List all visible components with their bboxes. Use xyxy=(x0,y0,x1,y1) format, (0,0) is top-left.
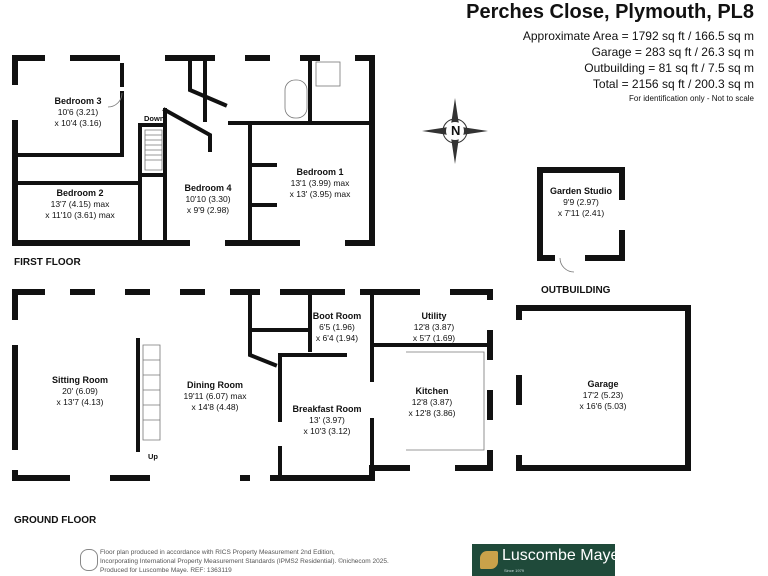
first-floor-walls xyxy=(12,55,375,246)
area-garage: Garage = 283 sq ft / 26.3 sq m xyxy=(591,45,754,59)
outbuilding-label: OUTBUILDING xyxy=(541,285,611,296)
area-outbuilding: Outbuilding = 81 sq ft / 7.5 sq m xyxy=(584,61,754,75)
rics-icon xyxy=(80,549,98,571)
luscombe-maye-logo: Luscombe Maye Since 1979 xyxy=(472,544,619,576)
compass-icon xyxy=(422,98,488,164)
ground-floor-inner-walls xyxy=(136,293,492,480)
area-total: Total = 2156 sq ft / 200.3 sq m xyxy=(592,77,754,91)
property-title: Perches Close, Plymouth, PL8 xyxy=(466,1,754,23)
garden-studio-walls xyxy=(537,167,625,261)
scale-note: For identification only - Not to scale xyxy=(629,94,754,103)
stairs-down-label: Down xyxy=(144,114,165,123)
area-approximate: Approximate Area = 1792 sq ft / 166.5 sq… xyxy=(522,29,754,43)
oak-leaf-icon xyxy=(480,551,498,569)
compass-north-label: N xyxy=(451,123,461,138)
ground-floor-label: GROUND FLOOR xyxy=(14,515,97,526)
first-floor-label: FIRST FLOOR xyxy=(14,257,81,268)
stairs-up-label: Up xyxy=(148,452,158,461)
first-floor-inner-walls xyxy=(18,56,374,242)
footer-disclaimer: Floor plan produced in accordance with R… xyxy=(100,549,389,574)
